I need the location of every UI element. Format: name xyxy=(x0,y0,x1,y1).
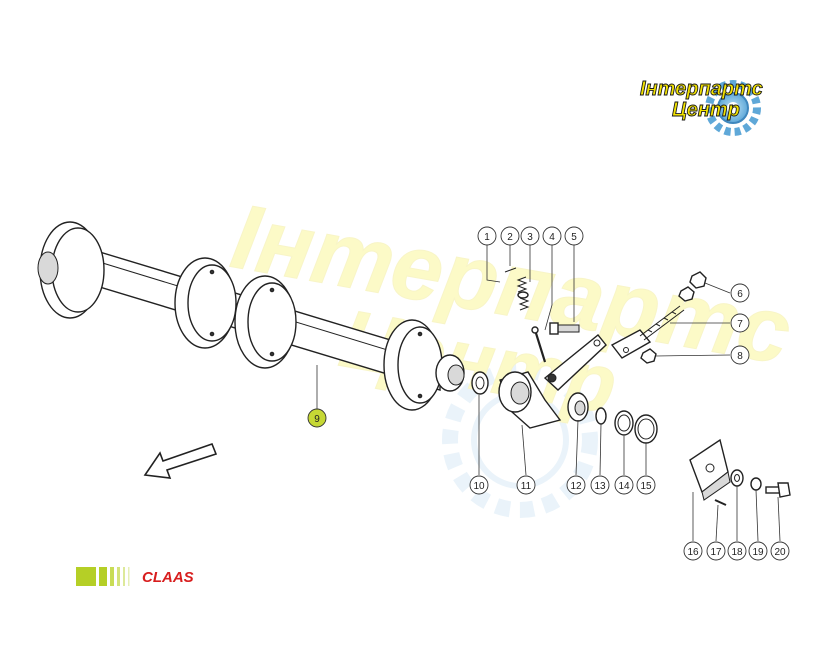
svg-text:19: 19 xyxy=(752,547,764,558)
claas-stripes-icon xyxy=(76,567,130,586)
callout-5[interactable]: 5 xyxy=(564,226,584,246)
callout-3[interactable]: 3 xyxy=(520,226,540,246)
nut-8 xyxy=(640,348,657,364)
washer-18 xyxy=(730,469,744,487)
bearing-housing xyxy=(498,334,607,429)
svg-text:8: 8 xyxy=(737,351,743,362)
callout-9[interactable]: 9 xyxy=(307,408,327,428)
callout-2[interactable]: 2 xyxy=(500,226,520,246)
nut-6b xyxy=(678,286,695,302)
svg-text:5: 5 xyxy=(571,232,577,243)
gear-icon xyxy=(705,80,761,136)
svg-text:10: 10 xyxy=(473,481,485,492)
svg-text:20: 20 xyxy=(774,547,786,558)
callout-19[interactable]: 19 xyxy=(748,541,768,561)
callout-20[interactable]: 20 xyxy=(770,541,790,561)
svg-text:16: 16 xyxy=(687,547,699,558)
callout-4[interactable]: 4 xyxy=(542,226,562,246)
washer-19 xyxy=(750,477,762,491)
rod-4 xyxy=(531,326,547,363)
claas-wordmark: CLAAS xyxy=(142,569,194,586)
callout-14[interactable]: 14 xyxy=(614,475,634,495)
callout-7[interactable]: 7 xyxy=(730,313,750,333)
svg-text:14: 14 xyxy=(618,481,630,492)
leader-lines xyxy=(316,245,781,542)
circlip-15 xyxy=(634,414,658,444)
svg-text:11: 11 xyxy=(521,481,532,492)
spring-3 xyxy=(516,276,530,311)
circlip-14 xyxy=(614,410,634,436)
svg-text:6: 6 xyxy=(737,289,743,300)
pin-17 xyxy=(714,499,727,506)
svg-text:13: 13 xyxy=(594,481,606,492)
callout-13[interactable]: 13 xyxy=(590,475,610,495)
svg-text:18: 18 xyxy=(731,547,743,558)
direction-arrow-icon xyxy=(143,442,218,479)
svg-text:4: 4 xyxy=(549,232,555,243)
svg-text:7: 7 xyxy=(737,319,743,330)
callout-17[interactable]: 17 xyxy=(706,541,726,561)
ring-10 xyxy=(471,371,489,395)
callout-16[interactable]: 16 xyxy=(683,541,703,561)
svg-text:17: 17 xyxy=(710,547,722,558)
svg-text:1: 1 xyxy=(484,232,490,243)
svg-text:2: 2 xyxy=(507,232,513,243)
callout-1[interactable]: 1 xyxy=(477,226,497,246)
bolt-20 xyxy=(765,482,791,498)
claas-logo: CLAAS xyxy=(76,567,194,586)
callout-6[interactable]: 6 xyxy=(730,283,750,303)
svg-text:12: 12 xyxy=(570,481,582,492)
logo-line2: Центр xyxy=(672,99,740,121)
interparts-logo: Інтерпартс Центр xyxy=(640,78,763,136)
block-16 xyxy=(689,438,731,501)
callout-10[interactable]: 10 xyxy=(469,475,489,495)
callout-15[interactable]: 15 xyxy=(636,475,656,495)
bolt-5 xyxy=(549,322,580,335)
washer-13 xyxy=(595,407,607,425)
adjuster-bracket xyxy=(610,305,685,359)
callout-18[interactable]: 18 xyxy=(727,541,747,561)
bearing-12 xyxy=(567,392,589,422)
svg-text:9: 9 xyxy=(314,414,320,425)
callouts: 1 2 3 4 5 6 7 8 xyxy=(307,226,790,561)
callout-12[interactable]: 12 xyxy=(566,475,586,495)
shaft-assembly xyxy=(37,221,465,411)
pin-2 xyxy=(504,267,517,273)
callout-11[interactable]: 11 xyxy=(516,475,536,495)
logo-line1: Інтерпартс xyxy=(640,78,763,100)
nut-6a xyxy=(689,271,707,289)
svg-text:15: 15 xyxy=(640,481,652,492)
callout-8[interactable]: 8 xyxy=(730,345,750,365)
svg-text:3: 3 xyxy=(527,232,533,243)
